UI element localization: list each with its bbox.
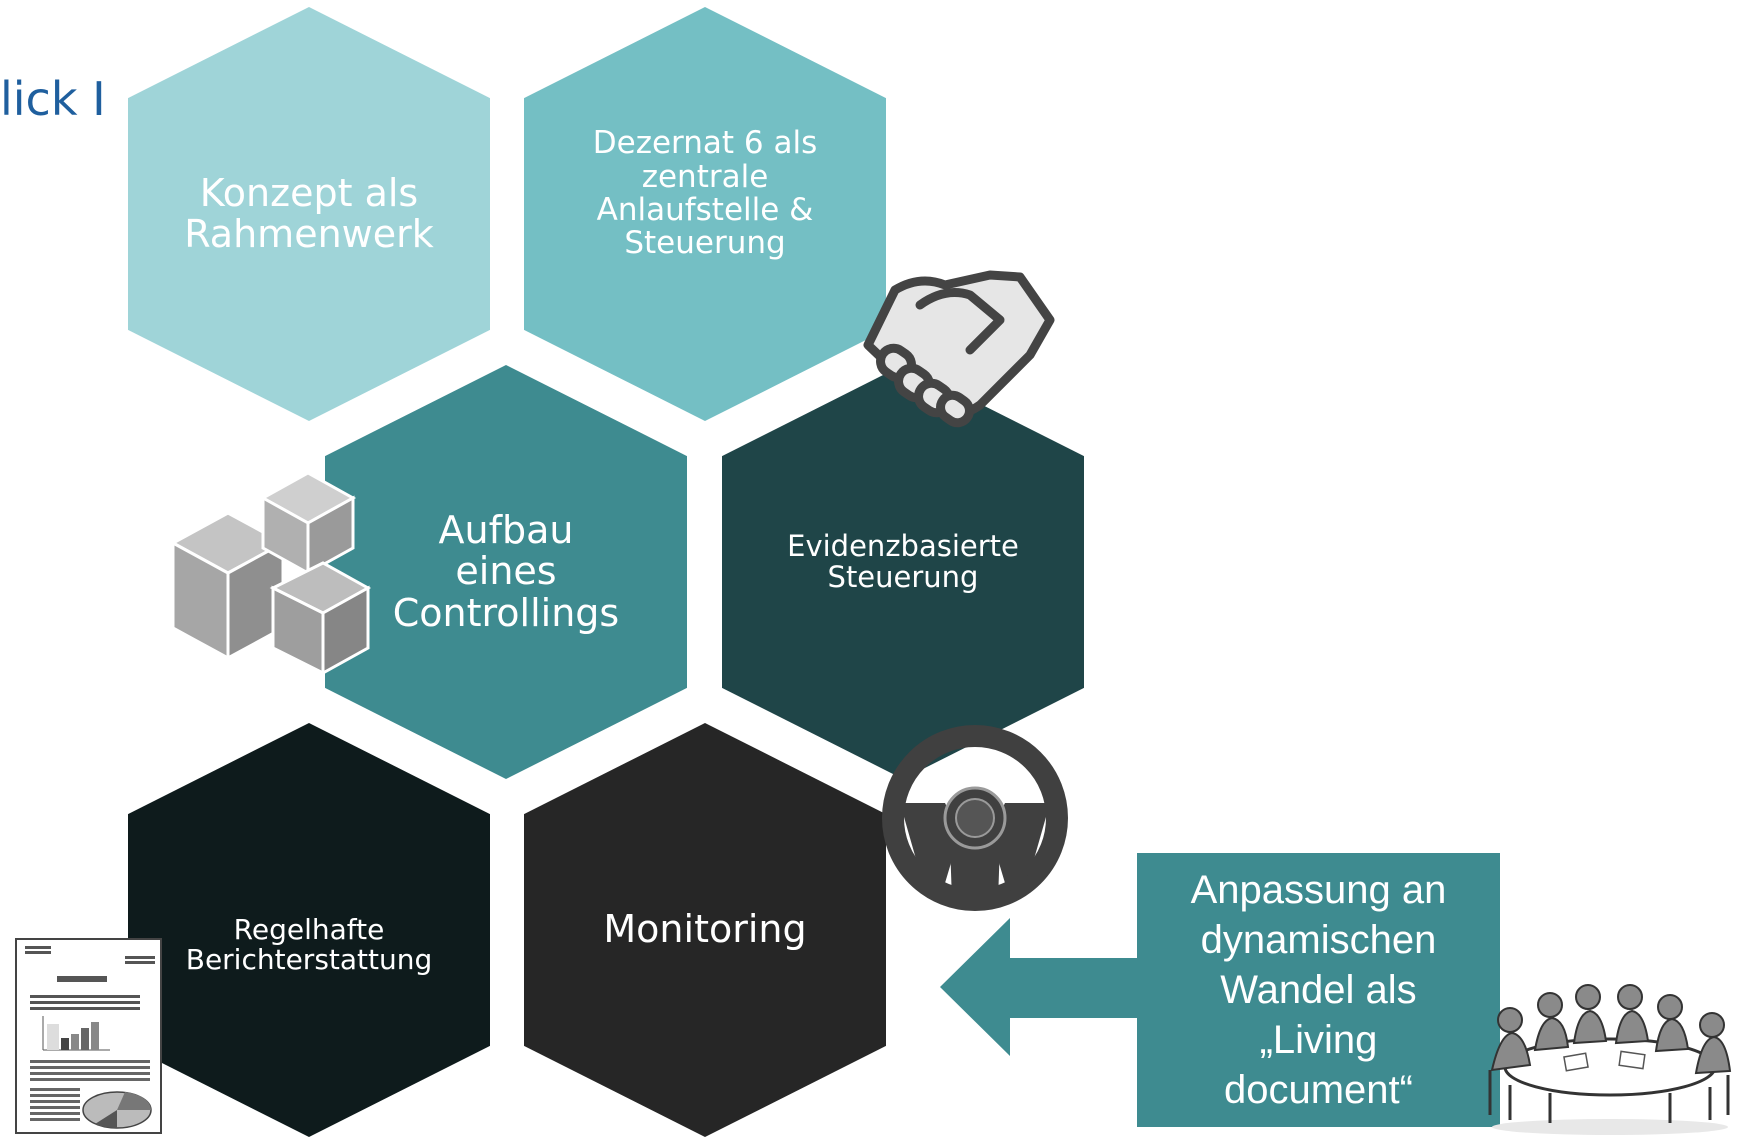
hexagon-konzept-text: Konzept als Rahmenwerk <box>184 170 434 256</box>
living-document-text: Anpassung an dynamischen Wandel als „Liv… <box>1190 868 1447 1112</box>
living-document-box: Anpassung an dynamischen Wandel als „Liv… <box>1137 853 1500 1127</box>
steering-wheel-icon <box>882 725 1068 911</box>
cubes-icon <box>169 471 372 676</box>
hexagon-evidenz-text: Evidenzbasierte Steuerung <box>787 528 1019 594</box>
hexagon-konzept: Konzept als Rahmenwerk <box>128 7 490 421</box>
hexagon-monitoring-text: Monitoring <box>603 907 807 952</box>
left-arrow <box>940 918 1140 1056</box>
hexagon-monitoring: Monitoring <box>524 723 886 1137</box>
report-document-icon <box>15 938 162 1134</box>
hexagon-dezernat-text: Dezernat 6 als zentrale Anlaufstelle & S… <box>592 125 818 262</box>
meeting-people-icon <box>1488 984 1732 1135</box>
hexagon-dezernat: Dezernat 6 als zentrale Anlaufstelle & S… <box>524 7 886 421</box>
handshake-icon <box>863 270 1055 428</box>
hexagon-evidenz: Evidenzbasierte Steuerung <box>722 365 1084 779</box>
hexagon-regelhaft-text: Regelhafte Berichterstattung <box>185 912 433 976</box>
hexagon-aufbau: Aufbau eines Controllings <box>325 365 687 779</box>
hexagon-aufbau-text: Aufbau eines Controllings <box>392 508 620 635</box>
hexagon-regelhaft: Regelhafte Berichterstattung <box>128 723 490 1137</box>
page-title-fragment: lick I <box>0 72 106 126</box>
